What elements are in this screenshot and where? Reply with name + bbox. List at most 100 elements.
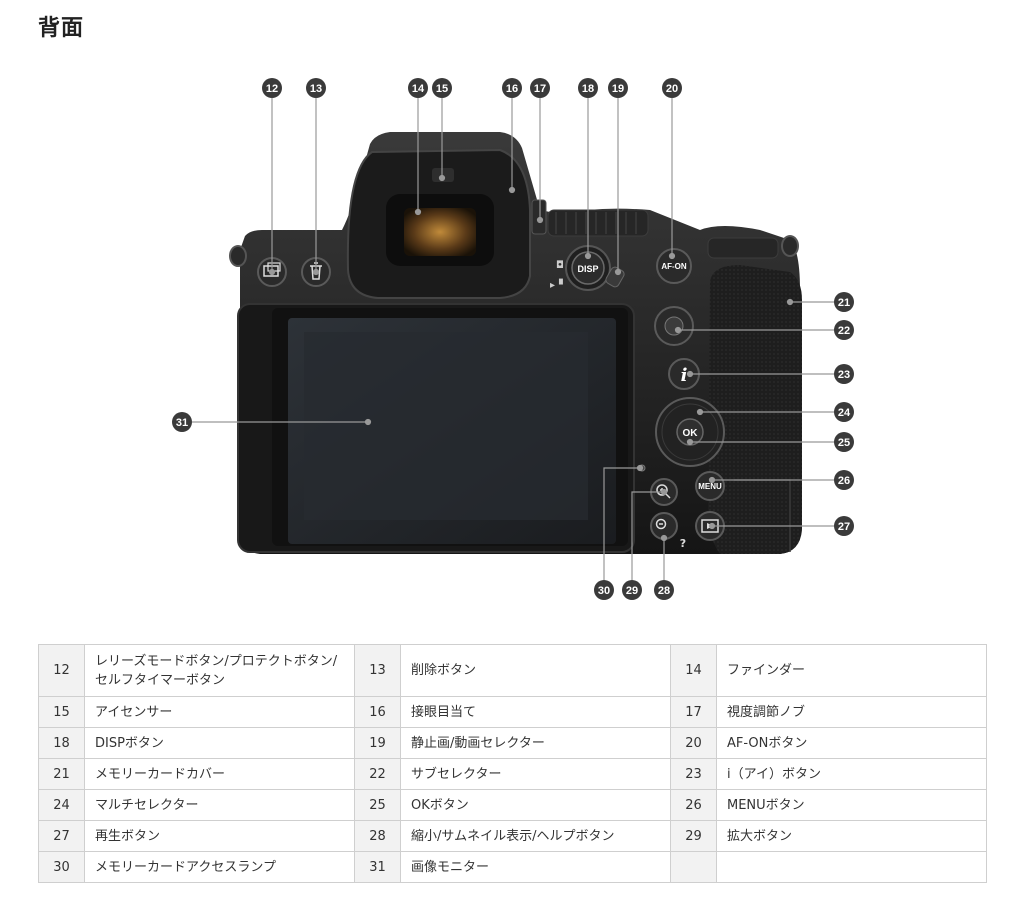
disp-label: DISP (577, 264, 598, 274)
part-number: 13 (354, 644, 401, 697)
leader-lines (192, 98, 844, 590)
part-number: 20 (670, 727, 717, 759)
part-name: 削除ボタン (400, 644, 671, 697)
callout-number: 26 (838, 475, 850, 487)
af-on-button[interactable]: AF-ON (656, 248, 692, 284)
callout-12: 12 (262, 78, 282, 98)
callout-18: 18 (578, 78, 598, 98)
callout-number: 19 (612, 83, 624, 95)
help-icon: ? (680, 537, 686, 550)
disp-button[interactable]: DISP (565, 245, 611, 291)
callout-number: 14 (412, 83, 425, 95)
ok-label: OK (683, 428, 699, 439)
part-number: 24 (38, 789, 85, 821)
part-name: MENUボタン (716, 789, 987, 821)
callout-badges: 12 13 14 15 16 17 18 19 20 21 22 23 24 25 26 27 28 29 30 31 (172, 78, 854, 600)
part-number: 19 (354, 727, 401, 759)
callout-number: 30 (598, 585, 610, 597)
part-number: 21 (38, 758, 85, 790)
callout-25: 25 (834, 432, 854, 452)
afon-label: AF-ON (661, 262, 687, 271)
callout-31: 31 (172, 412, 192, 432)
callout-14: 14 (408, 78, 428, 98)
callout-23: 23 (834, 364, 854, 384)
part-name: 拡大ボタン (716, 820, 987, 852)
callout-13: 13 (306, 78, 326, 98)
part-number: 12 (38, 644, 85, 697)
callout-number: 29 (626, 585, 638, 597)
callout-number: 21 (838, 297, 850, 309)
i-icon: i (681, 365, 688, 386)
part-number: 17 (670, 696, 717, 728)
part-name: アイセンサー (84, 696, 355, 728)
callout-number: 22 (838, 325, 850, 337)
part-name: メモリーカードアクセスランプ (84, 851, 355, 883)
part-number: 16 (354, 696, 401, 728)
callout-number: 12 (266, 83, 278, 95)
part-name: サブセレクター (400, 758, 671, 790)
callout-number: 31 (176, 417, 188, 429)
callout-29: 29 (622, 580, 642, 600)
callout-21: 21 (834, 292, 854, 312)
part-number: 26 (670, 789, 717, 821)
part-number: 30 (38, 851, 85, 883)
part-name: AF-ONボタン (716, 727, 987, 759)
callout-number: 25 (838, 437, 850, 449)
part-name: レリーズモードボタン/プロテクトボタン/セルフタイマーボタン (84, 644, 355, 697)
callout-27: 27 (834, 516, 854, 536)
sub-selector[interactable] (654, 306, 694, 346)
camera-rear-diagram: DISP ◘ ▸▝ AF-ON i OK MENU (172, 78, 854, 600)
part-number: 14 (670, 644, 717, 697)
callout-number: 17 (534, 83, 546, 95)
part-number: 25 (354, 789, 401, 821)
ok-button[interactable]: OK (676, 418, 704, 446)
camera-mode-icon: ◘ (556, 260, 564, 271)
callout-number: 13 (310, 83, 322, 95)
part-number: 29 (670, 820, 717, 852)
callout-16: 16 (502, 78, 522, 98)
part-name (716, 851, 987, 883)
part-name: 再生ボタン (84, 820, 355, 852)
movie-mode-icon: ▸▝ (550, 278, 563, 291)
callout-24: 24 (834, 402, 854, 422)
callout-number: 27 (838, 521, 850, 533)
part-number: 31 (354, 851, 401, 883)
callout-17: 17 (530, 78, 550, 98)
part-name: 静止画/動画セレクター (400, 727, 671, 759)
part-name: マルチセレクター (84, 789, 355, 821)
part-number: 28 (354, 820, 401, 852)
callout-30: 30 (594, 580, 614, 600)
callout-number: 16 (506, 83, 518, 95)
part-number: 15 (38, 696, 85, 728)
part-name: 視度調節ノブ (716, 696, 987, 728)
part-number: 23 (670, 758, 717, 790)
callout-19: 19 (608, 78, 628, 98)
part-name: ファインダー (716, 644, 987, 697)
part-name: 縮小/サムネイル表示/ヘルプボタン (400, 820, 671, 852)
menu-label: MENU (698, 482, 722, 491)
part-name: 接眼目当て (400, 696, 671, 728)
callout-22: 22 (834, 320, 854, 340)
callout-number: 20 (666, 83, 678, 95)
part-name: i（アイ）ボタン (716, 758, 987, 790)
callout-15: 15 (432, 78, 452, 98)
part-name: 画像モニター (400, 851, 671, 883)
multi-selector[interactable]: OK (655, 397, 725, 467)
menu-button[interactable]: MENU (695, 471, 725, 501)
part-name: DISPボタン (84, 727, 355, 759)
callout-number: 18 (582, 83, 594, 95)
callout-number: 24 (838, 407, 851, 419)
callout-number: 15 (436, 83, 448, 95)
section-heading: 背面 (38, 16, 85, 41)
callout-26: 26 (834, 470, 854, 490)
part-number: 22 (354, 758, 401, 790)
callout-28: 28 (654, 580, 674, 600)
